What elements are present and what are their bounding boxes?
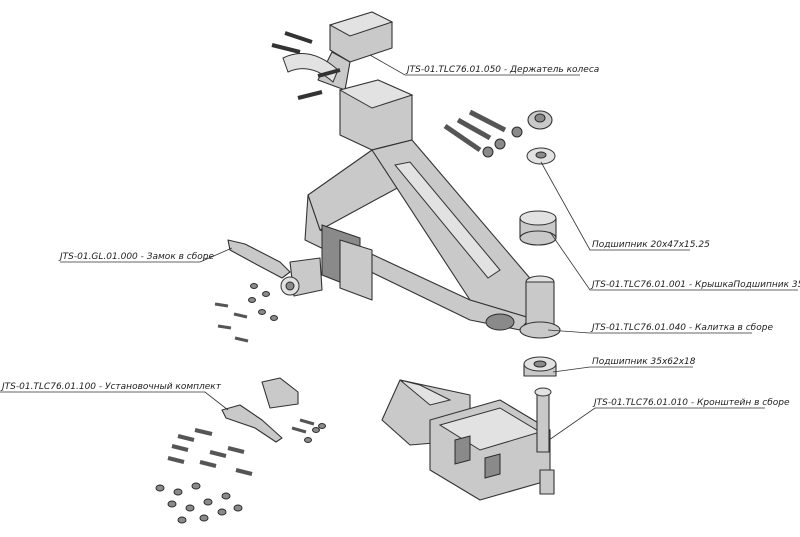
- gate-hub-part: [485, 275, 561, 339]
- bearing-cover-part: [519, 210, 557, 246]
- label-gate: JTS-01.TLC76.01.040 - Калитка в сборе: [590, 323, 773, 333]
- label-lock: JTS-01.GL.01.000 - Замок в сборе: [58, 252, 214, 262]
- swing-arm-frame: [304, 79, 541, 331]
- washer-icon: [155, 423, 326, 524]
- bearing-icon: [523, 356, 557, 377]
- bracket-assembly-part: [381, 379, 555, 501]
- label-bearing-small: Подшипник 20x47x15.25: [592, 240, 710, 250]
- label-install-kit: JTS-01.TLC76.01.100 - Установочный компл…: [0, 382, 222, 392]
- label-bearing-large: Подшипник 35x62x18: [592, 357, 696, 367]
- lock-assembly-part: [227, 239, 323, 297]
- bolt-icon: [443, 109, 507, 153]
- label-wheel-holder: JTS-01.TLC76.01.050 - Держатель колеса: [405, 65, 599, 75]
- lock-bolt-set: [214, 283, 278, 343]
- label-bracket: JTS-01.TLC76.01.010 - Кронштейн в сборе: [592, 398, 790, 408]
- washer-icon: [248, 283, 278, 321]
- bolt-icon: [167, 418, 315, 476]
- label-bearing-cover: JTS-01.TLC76.01.001 - КрышкаПодшипник 35…: [590, 280, 800, 290]
- bolt-set-upper: [443, 109, 553, 158]
- nut-icon: [527, 110, 553, 130]
- wheel-holder-part: [271, 11, 394, 100]
- bolt-icon: [214, 302, 249, 343]
- install-kit-part: [155, 377, 326, 524]
- bolt-icon: [271, 31, 341, 100]
- leader-lines: [0, 54, 798, 441]
- bearing-icon: [526, 147, 556, 165]
- nut-icon: [482, 126, 523, 158]
